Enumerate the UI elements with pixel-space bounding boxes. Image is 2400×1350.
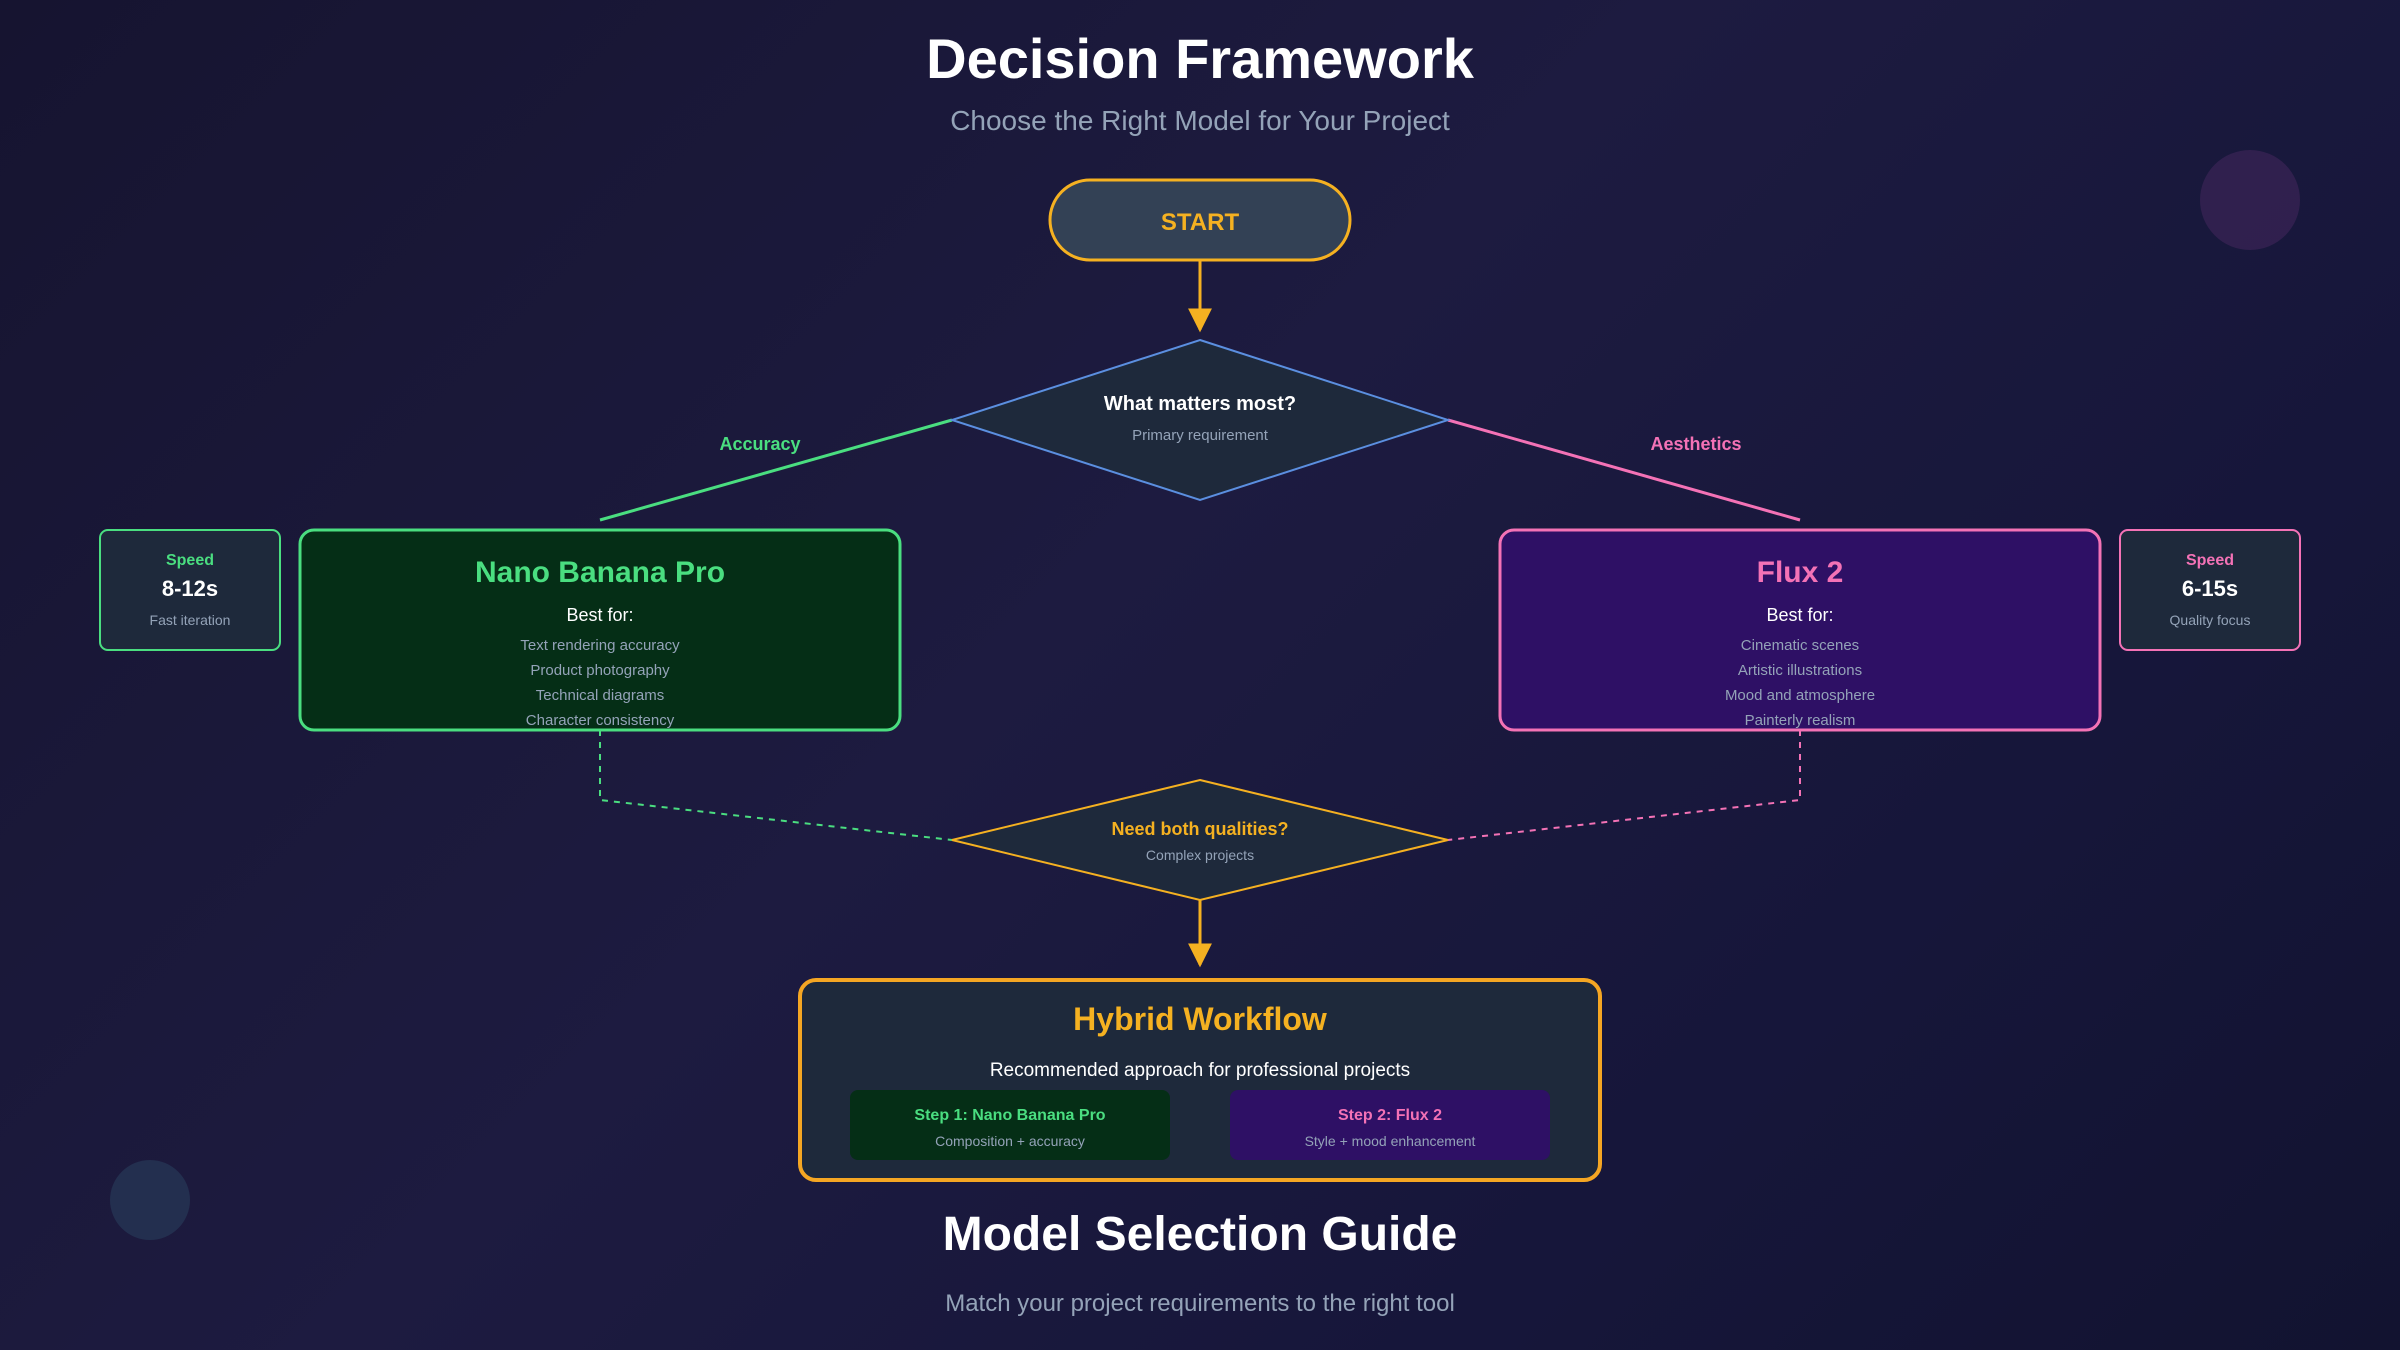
decision-what-matters[interactable]: What matters most? Primary requirement (948, 338, 1452, 502)
speed-note: Fast iteration (150, 612, 231, 628)
speed-label: Speed (2186, 552, 2234, 569)
step-title: Step 1: Nano Banana Pro (914, 1107, 1105, 1124)
model-name: Nano Banana Pro (475, 556, 725, 589)
step-caption: Composition + accuracy (935, 1133, 1085, 1149)
decision-need-both[interactable]: Need both qualities? Complex projects (951, 778, 1449, 902)
decision-question: What matters most? (1104, 393, 1296, 415)
decision-caption: Primary requirement (1132, 427, 1269, 444)
best-for-item: Mood and atmosphere (1725, 687, 1875, 704)
speed-value: 8-12s (162, 576, 218, 601)
model-name: Flux 2 (1757, 556, 1844, 589)
best-for-item: Painterly realism (1745, 712, 1856, 729)
best-for-item: Character consistency (526, 712, 675, 729)
decorative-circle-bottom-left (110, 1160, 190, 1240)
best-for-item: Text rendering accuracy (520, 637, 680, 654)
footer-title: Model Selection Guide (943, 1208, 1458, 1261)
step-caption: Style + mood enhancement (1305, 1133, 1476, 1149)
speed-card-nano-banana: Speed 8-12s Fast iteration (99, 529, 281, 651)
decision-caption: Complex projects (1146, 847, 1254, 863)
connector-aesthetics-branch (1447, 418, 1801, 522)
hybrid-step-1: Step 1: Nano Banana Pro Composition + ac… (850, 1090, 1170, 1160)
model-card-nano-banana-pro[interactable]: Nano Banana Pro Best for: Text rendering… (298, 528, 902, 732)
best-for-label: Best for: (566, 605, 633, 625)
speed-label: Speed (166, 552, 214, 569)
hybrid-step-2: Step 2: Flux 2 Style + mood enhancement (1230, 1090, 1550, 1160)
hybrid-title: Hybrid Workflow (1073, 1001, 1327, 1037)
decorative-circle-top-right (2200, 150, 2300, 250)
model-card-flux-2[interactable]: Flux 2 Best for: Cinematic scenes Artist… (1498, 528, 2102, 732)
speed-note: Quality focus (2170, 612, 2251, 628)
start-label: START (1161, 209, 1240, 236)
best-for-item: Cinematic scenes (1741, 637, 1859, 654)
speed-card-flux-2: Speed 6-15s Quality focus (2119, 529, 2301, 651)
best-for-label: Best for: (1766, 605, 1833, 625)
page-title: Decision Framework (926, 27, 1475, 90)
connector-accuracy-branch (599, 418, 953, 522)
hybrid-subtitle: Recommended approach for professional pr… (990, 1060, 1410, 1081)
best-for-item: Product photography (530, 662, 670, 679)
connector-flux-to-both (1447, 730, 1801, 841)
start-node[interactable]: START (1048, 178, 1352, 262)
page-subtitle: Choose the Right Model for Your Project (950, 105, 1450, 136)
speed-value: 6-15s (2182, 576, 2238, 601)
best-for-item: Artistic illustrations (1738, 662, 1862, 679)
step-title: Step 2: Flux 2 (1338, 1107, 1442, 1124)
best-for-item: Technical diagrams (536, 687, 664, 704)
hybrid-workflow-card[interactable]: Hybrid Workflow Recommended approach for… (798, 978, 1602, 1182)
decision-question: Need both qualities? (1111, 819, 1288, 839)
branch-accuracy-label: Accuracy (719, 434, 800, 454)
footer-subtitle: Match your project requirements to the r… (945, 1290, 1455, 1317)
connector-nano-to-both (599, 730, 953, 841)
branch-aesthetics-label: Aesthetics (1650, 434, 1741, 454)
